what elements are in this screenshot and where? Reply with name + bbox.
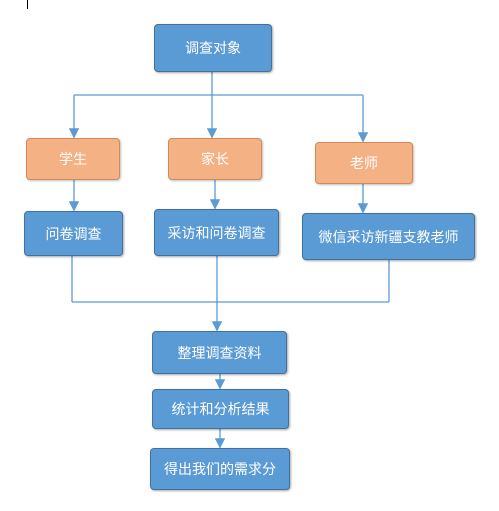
node-label: 得出我们的需求分 bbox=[164, 462, 276, 478]
node-analyze-results: 统计和分析结果 bbox=[152, 389, 289, 429]
node-teachers: 老师 bbox=[315, 142, 413, 184]
node-label: 老师 bbox=[350, 156, 378, 172]
node-label: 整理调查资料 bbox=[177, 345, 262, 362]
node-label: 问卷调查 bbox=[45, 226, 102, 243]
node-label: 微信采访新疆支教老师 bbox=[318, 229, 459, 246]
node-wechat-interview: 微信采访新疆支教老师 bbox=[302, 213, 475, 260]
node-label: 学生 bbox=[59, 152, 87, 168]
node-survey-subjects: 调查对象 bbox=[154, 24, 272, 72]
node-label: 家长 bbox=[201, 152, 229, 168]
node-interview-questionnaire: 采访和问卷调查 bbox=[154, 209, 279, 256]
node-organize-data: 整理调查资料 bbox=[152, 331, 287, 374]
text-cursor bbox=[27, 0, 28, 9]
node-label: 统计和分析结果 bbox=[171, 402, 270, 418]
node-students: 学生 bbox=[26, 138, 120, 180]
node-parents: 家长 bbox=[168, 138, 262, 180]
node-questionnaire: 问卷调查 bbox=[24, 211, 123, 256]
node-conclusion: 得出我们的需求分 bbox=[150, 448, 290, 490]
node-label: 调查对象 bbox=[185, 41, 241, 57]
node-label: 采访和问卷调查 bbox=[167, 225, 266, 242]
